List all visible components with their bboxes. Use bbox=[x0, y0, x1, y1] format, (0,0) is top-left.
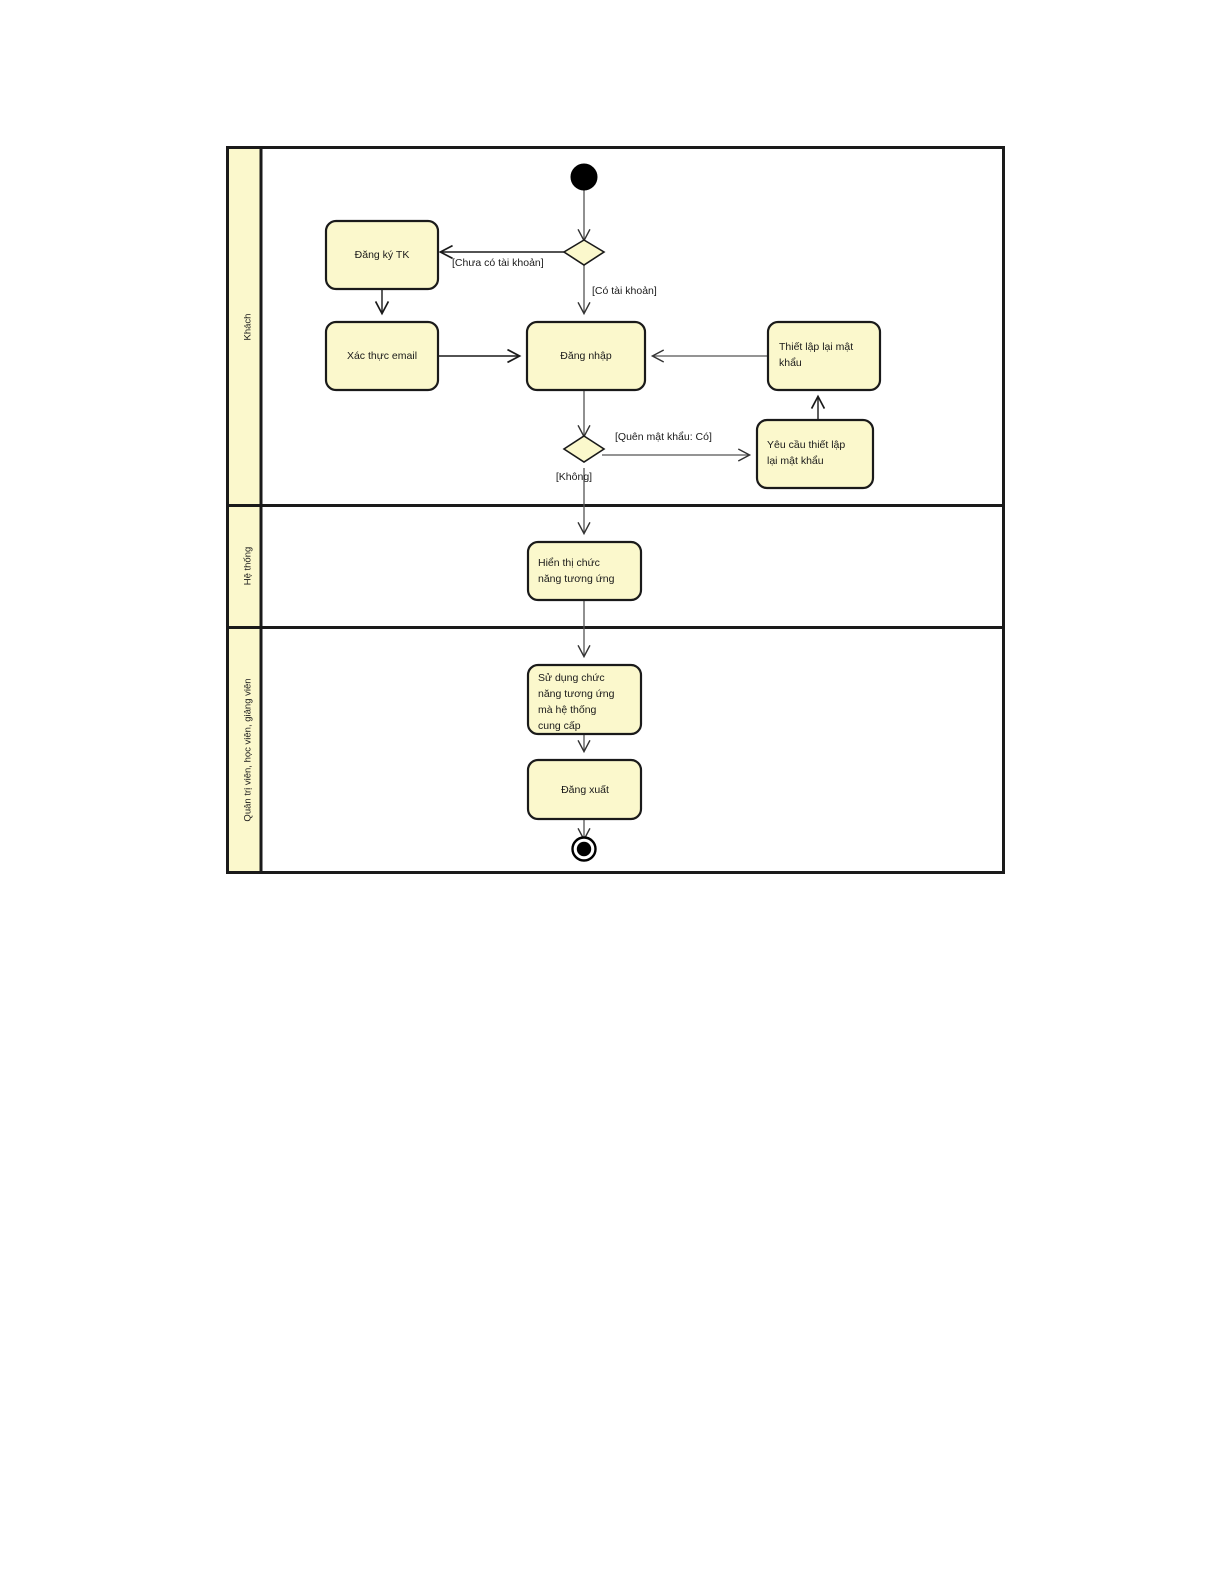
activity-label-su-dung-line1: Sử dụng chức bbox=[538, 672, 605, 684]
activity-label-dang-ky-tk: Đăng ký TK bbox=[355, 249, 410, 261]
activity-xac-thuc-email: Xác thực email bbox=[324, 320, 440, 392]
final-node bbox=[571, 836, 597, 862]
activity-label-yeu-cau-line2: lại mật khẩu bbox=[767, 455, 824, 467]
lane-label-khach: Khách bbox=[243, 314, 254, 341]
guard-label-forgot-yes: [Quên mật khẩu: Có] bbox=[615, 431, 712, 443]
activity-dang-ky-tk: Đăng ký TK bbox=[324, 219, 440, 291]
control-flows bbox=[374, 190, 826, 842]
activity-label-yeu-cau-line1: Yêu cầu thiết lập bbox=[767, 439, 845, 451]
lane-label-nguoi-dung: Quản trị viên, học viên, giảng viên bbox=[243, 678, 254, 821]
guard-label-no-account: [Chưa có tài khoản] bbox=[452, 257, 544, 269]
activity-label-xac-thuc-email: Xác thực email bbox=[347, 350, 417, 362]
activity-su-dung-chuc-nang: Sử dụng chức năng tương ứng mà hệ thống … bbox=[526, 663, 643, 736]
initial-node bbox=[570, 163, 598, 191]
activity-label-su-dung-line2: năng tương ứng bbox=[538, 688, 615, 700]
guard-labels: [Chưa có tài khoản] [Có tài khoản] [Quên… bbox=[452, 257, 712, 483]
activity-label-dang-nhap: Đăng nhập bbox=[560, 350, 612, 362]
lane-labels: Khách Hệ thống Quản trị viên, học viên, … bbox=[243, 314, 254, 822]
decision-node-account bbox=[562, 239, 606, 266]
activity-label-thiet-lap-line2: khẩu bbox=[779, 357, 802, 369]
decision-node-forgot bbox=[562, 435, 606, 463]
activity-dang-xuat: Đăng xuất bbox=[526, 758, 643, 821]
activity-dang-nhap: Đăng nhập bbox=[525, 320, 647, 392]
activity-hien-thi-chuc-nang: Hiển thị chức năng tương ứng bbox=[526, 540, 643, 602]
activity-label-su-dung-line4: cung cấp bbox=[538, 720, 581, 732]
guard-label-forgot-no: [Không] bbox=[556, 471, 592, 483]
swimlane-frame bbox=[226, 146, 1005, 874]
activity-thiet-lap-lai-mat-khau: Thiết lập lại mật khẩu bbox=[766, 320, 882, 392]
lane-label-he-thong: Hệ thống bbox=[243, 547, 254, 586]
lane-header-bg-he-thong bbox=[229, 507, 261, 626]
activity-label-hien-thi-line2: năng tương ứng bbox=[538, 573, 615, 585]
lane-header-bg-khach bbox=[229, 149, 261, 504]
activity-label-hien-thi-line1: Hiển thị chức bbox=[538, 557, 600, 569]
activity-label-su-dung-line3: mà hệ thống bbox=[538, 704, 597, 716]
activity-yeu-cau-thiet-lap: Yêu cầu thiết lập lại mật khẩu bbox=[755, 418, 875, 490]
lane-header-bg-nguoi-dung bbox=[229, 629, 261, 871]
guard-label-has-account: [Có tài khoản] bbox=[592, 285, 657, 297]
activity-label-thiet-lap-line1: Thiết lập lại mật bbox=[779, 341, 853, 353]
activity-label-dang-xuat: Đăng xuất bbox=[561, 784, 609, 796]
